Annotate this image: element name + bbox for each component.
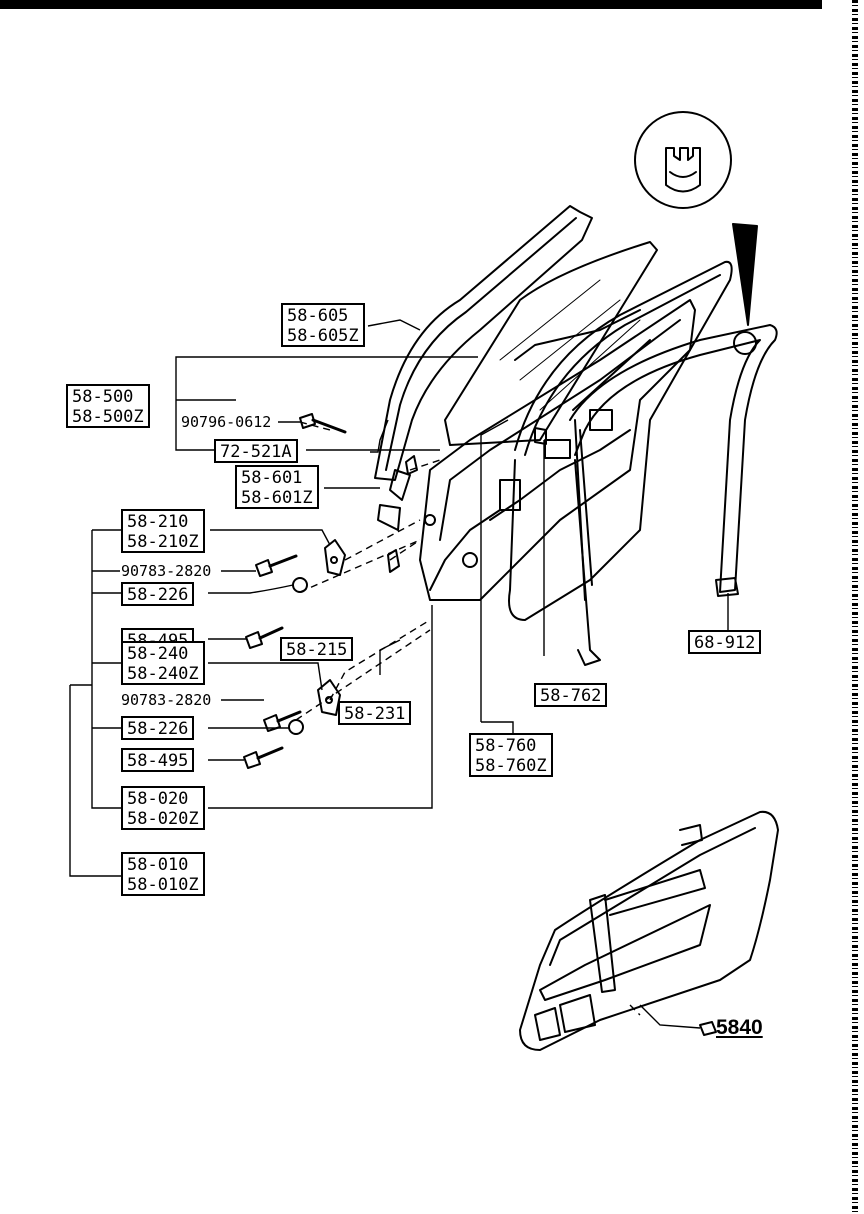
callout-line-2: 58-210Z [127,532,199,552]
callout-58-500: 58-500 58-500Z [66,384,150,428]
bolt-upper [255,554,298,577]
callout-line-2: 58-500Z [72,407,144,427]
callout-90783-2820-lower: 90783-2820 [120,691,213,709]
run-channel [374,205,593,481]
callout-58-760: 58-760 58-760Z [469,733,553,777]
weatherstrip-section-detail [634,111,732,209]
striker-part [405,455,418,475]
reference-5840: 5840 [716,1016,763,1039]
callout-58-215: 58-215 [280,637,354,661]
opening-trim [569,324,778,666]
callout-line-2: 58-010Z [127,875,199,895]
scan-edge [852,0,858,1214]
detail-pointer [732,223,758,326]
callout-58-605: 58-605 58-605Z [281,303,365,347]
callout-line-1: 58-010 [127,855,189,875]
callout-58-226-lower: 58-226 [121,716,195,740]
door-weatherstrip [508,260,733,621]
callout-58-020: 58-020 58-020Z [121,786,205,830]
callout-line-2: 58-601Z [241,488,313,508]
callout-line-1: 58-020 [127,789,189,809]
clip-part [534,427,547,445]
callout-line-1: 58-605 [287,306,349,326]
top-border-bar [0,0,822,9]
callout-58-495-lower: 58-495 [121,748,195,772]
callout-line-1: 58-601 [241,468,303,488]
callout-90796-0612: 90796-0612 [180,413,273,431]
callout-line-1: 58-210 [127,512,189,532]
callout-72-521a: 72-521A [214,439,298,463]
callout-line-1: 58-240 [127,644,189,664]
callout-58-762: 58-762 [534,683,608,707]
callout-line-2: 58-240Z [127,664,199,684]
upper-hinge [324,539,346,576]
callout-line-1: 58-500 [72,387,134,407]
bolt-middle [245,626,284,649]
callout-58-226-upper: 58-226 [121,582,195,606]
callout-58-010: 58-010 58-010Z [121,852,205,896]
door-shell [419,299,696,601]
callout-line-1: 58-760 [475,736,537,756]
callout-68-912: 68-912 [688,630,762,654]
door-trim-panel [519,810,779,1051]
callout-58-231: 58-231 [338,701,412,725]
bolt-90796 [299,413,347,434]
callout-line-2: 58-760Z [475,756,547,776]
callout-line-2: 58-605Z [287,326,359,346]
bolt-bottom [243,746,284,769]
clip-5840 [699,1021,717,1036]
callout-line-2: 58-020Z [127,809,199,829]
callout-90783-2820-upper: 90783-2820 [120,562,213,580]
callout-58-210: 58-210 58-210Z [121,509,205,553]
callout-58-601: 58-601 58-601Z [235,465,319,509]
callout-58-240: 58-240 58-240Z [121,641,205,685]
